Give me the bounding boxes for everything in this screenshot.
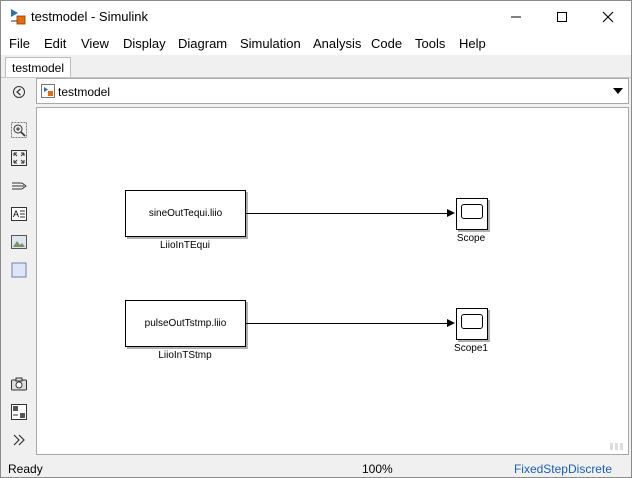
window-title: testmodel - Simulink [31,9,149,24]
model-browser-icon [11,404,27,420]
maximize-button[interactable] [539,1,585,32]
tab-label: testmodel [11,60,65,75]
scope-label[interactable]: Scope [456,233,486,244]
tab-strip: testmodel [1,55,631,78]
menu-view[interactable]: View [81,36,109,51]
menu-tools[interactable]: Tools [415,36,446,51]
camera-button[interactable] [7,373,31,395]
signal-icon [12,182,27,190]
title-bar: testmodel - Simulink [1,1,631,32]
menu-code[interactable]: Code [371,36,403,51]
close-button[interactable] [585,1,631,32]
signal-arrow [447,209,455,217]
model-address-bar[interactable]: testmodel [36,78,629,104]
scope-icon [461,314,483,329]
hide-browser-button[interactable] [7,81,31,103]
signal-line[interactable] [246,323,448,324]
area-icon [11,262,27,278]
hide-browser-icon [13,86,25,98]
signal-arrow [447,319,455,327]
signal-button[interactable] [7,175,31,197]
fit-to-view-button[interactable] [7,147,31,169]
menu-edit[interactable]: Edit [44,36,67,51]
menu-display[interactable]: Display [123,36,166,51]
expand-icon [13,434,25,446]
block-text: pulseOutTstmp.liio [144,318,227,329]
expand-toolbar-button[interactable] [7,429,31,451]
tab-testmodel[interactable]: testmodel [5,57,71,77]
model-icon [41,84,55,98]
close-icon [602,11,614,22]
image-button[interactable] [7,231,31,253]
simulink-app-icon [11,9,26,25]
annotation-button[interactable]: A [7,203,31,225]
chevron-down-icon[interactable] [613,88,623,94]
camera-icon [11,377,27,391]
zoom-icon [11,122,27,138]
scope-label[interactable]: Scope1 [454,343,488,354]
status-bar: Ready 100% FixedStepDiscrete [1,458,631,477]
scope-block[interactable] [456,198,488,230]
liio-block-sine[interactable]: sineOutTequi.liio [125,190,246,237]
minimize-button[interactable] [493,1,539,32]
block-text: sineOutTequi.liio [148,208,223,219]
menu-analysis[interactable]: Analysis [313,36,362,51]
menu-file[interactable]: File [9,36,30,51]
scope-block[interactable] [456,308,488,340]
address-model-name: testmodel [58,85,111,99]
menu-bar: File Edit View Display Diagram Simulatio… [1,32,631,55]
zoom-button[interactable] [7,119,31,141]
zoom-level[interactable]: 100% [362,462,393,476]
signal-line[interactable] [246,213,448,214]
block-label[interactable]: LiioInTEqui [159,240,211,251]
liio-block-pulse[interactable]: pulseOutTstmp.liio [125,300,246,347]
menu-simulation[interactable]: Simulation [240,36,301,51]
solver-link[interactable]: FixedStepDiscrete [513,462,612,476]
menu-diagram[interactable]: Diagram [178,36,228,51]
annotation-icon: A [11,207,27,221]
fit-to-view-icon [11,150,27,166]
maximize-icon [557,11,567,22]
minimize-icon [511,16,521,17]
block-label[interactable]: LiioInTStmp [158,350,212,361]
svg-text:A: A [13,209,19,219]
menu-help[interactable]: Help [459,36,486,51]
resize-grip-icon[interactable] [609,441,625,451]
area-button[interactable] [7,259,31,281]
diagram-canvas[interactable]: sineOutTequi.liio LiioInTEqui Scope puls… [36,107,629,455]
image-icon [11,235,27,249]
scope-icon [461,204,483,219]
model-browser-button[interactable] [7,401,31,423]
status-text: Ready [8,462,43,476]
